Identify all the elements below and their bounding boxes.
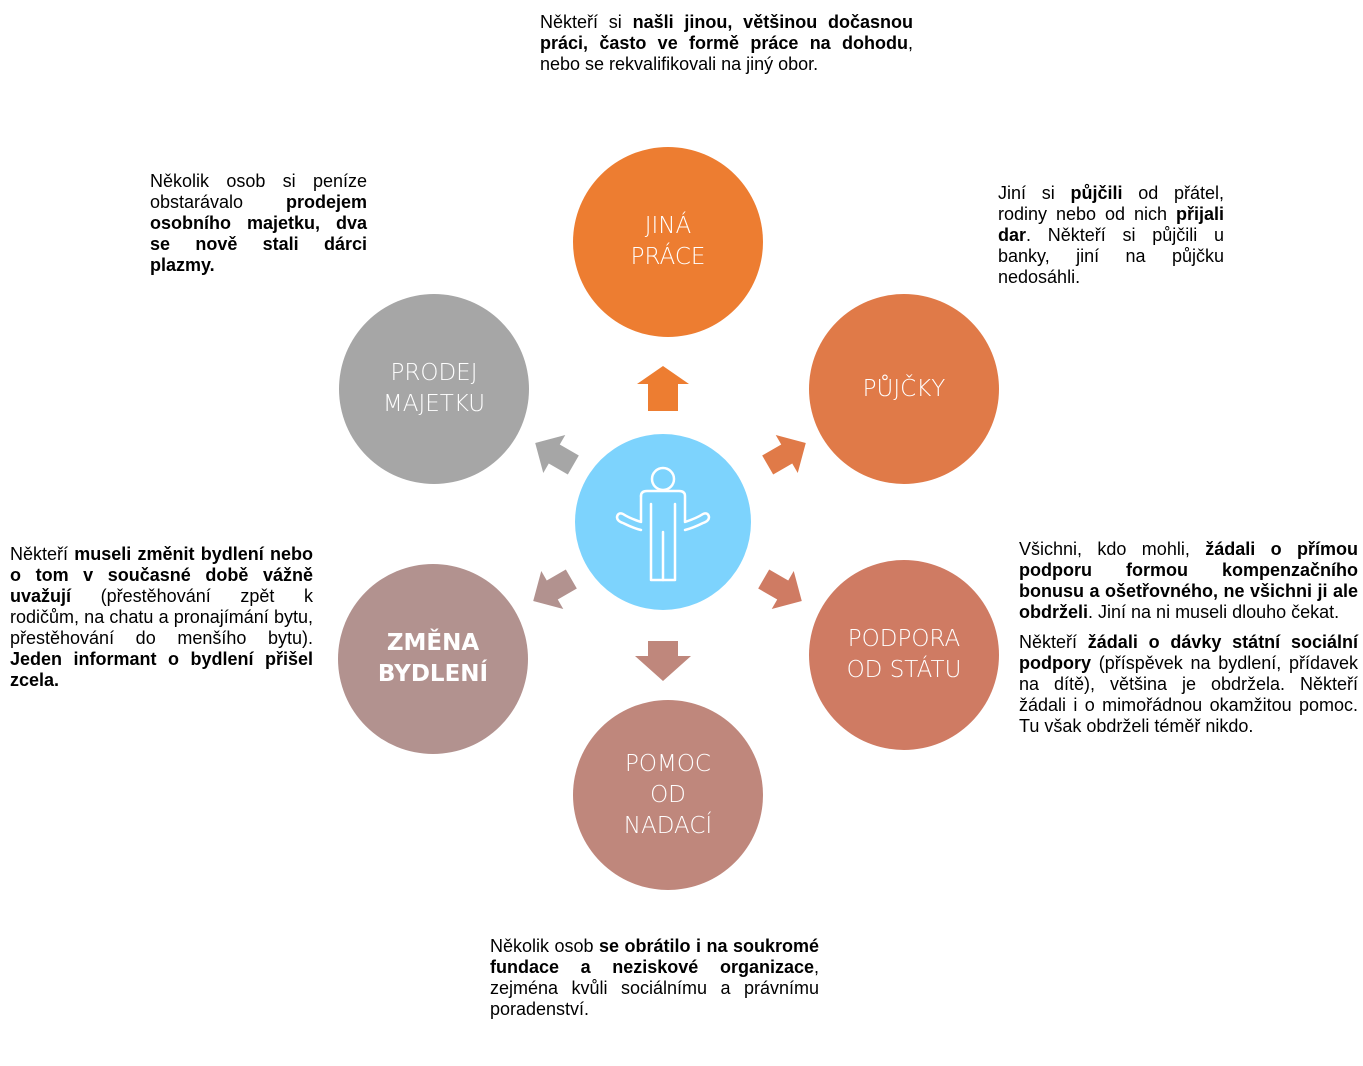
circle-label-line: PRODEJ [390, 360, 478, 386]
description-paragraph: Všichni, kdo mohli, žádali o přímou podp… [1019, 539, 1358, 623]
arrow-lower-right-icon [758, 569, 802, 610]
circle-label-line: NADACÍ [623, 812, 713, 839]
arrow-lower-left-icon [533, 569, 577, 610]
circle-prodej-majetku: PRODEJ MAJETKU [339, 294, 529, 484]
description-pujcky: Jiní si půjčili od přátel, rodiny nebo o… [998, 183, 1224, 288]
description-bold-text: půjčili [1070, 183, 1123, 203]
description-paragraph: Někteří museli změnit bydlení nebo o tom… [10, 544, 313, 691]
circle-pujcky: PŮJČKY [809, 294, 999, 484]
description-bold-text: přijali dar [998, 204, 1224, 245]
description-zmena-bydleni: Někteří museli změnit bydlení nebo o tom… [10, 544, 313, 691]
circle-zmena-bydleni: ZMĚNA BYDLENÍ [338, 564, 528, 754]
person-shrug-icon [615, 466, 711, 582]
description-text: Všichni, kdo mohli, [1019, 539, 1206, 559]
circle-label-line: JINÁ [644, 213, 692, 239]
description-text: Někteří si [540, 12, 633, 32]
description-paragraph: Někteří si našli jinou, většinou dočasno… [540, 12, 913, 75]
description-text: Několik osob si peníze obstarávalo [150, 171, 367, 212]
description-bold-text: Jeden informant o bydlení přišel zcela. [10, 649, 313, 690]
arrow-up-icon [637, 366, 689, 411]
description-podpora-od-statu: Všichni, kdo mohli, žádali o přímou podp… [1019, 539, 1358, 737]
description-paragraph: Několik osob si peníze obstarávalo prode… [150, 171, 367, 276]
circle-label-line: PODPORA [847, 626, 961, 652]
description-bold-text: žádali o dávky státní sociální podpory [1019, 632, 1358, 673]
description-paragraph: Někteří žádali o dávky státní sociální p… [1019, 632, 1358, 737]
description-jina-prace: Někteří si našli jinou, většinou dočasno… [540, 12, 913, 75]
description-text: (přestěhování zpět k rodičům, na chatu a… [10, 586, 313, 648]
description-bold-text: našli jinou, většinou dočasnou práci, ča… [540, 12, 913, 53]
description-text: od přátel, rodiny nebo od nich [998, 183, 1224, 224]
description-text: (příspěvek na bydlení, přídavek na dítě)… [1019, 653, 1358, 736]
description-text: Někteří [1019, 632, 1088, 652]
circle-label-line: POMOC [625, 750, 711, 777]
circle-jina-prace: JINÁ PRÁCE [573, 147, 763, 337]
description-bold-text: prodejem osobního majetku, dva se nově s… [150, 192, 367, 275]
description-prodej-majetku: Několik osob si peníze obstarávalo prode… [150, 171, 367, 276]
circle-podpora-od-statu: PODPORA OD STÁTU [809, 560, 999, 750]
arrow-down-icon [635, 641, 691, 681]
description-paragraph: Několik osob se obrátilo i na soukromé f… [490, 936, 819, 1020]
circle-label-line: OD [650, 781, 686, 808]
description-text: , zejména kvůli sociálnímu a právnímu po… [490, 957, 819, 1019]
arrow-upper-right-icon [762, 434, 806, 475]
circle-label-line: MAJETKU [382, 391, 486, 417]
description-bold-text: museli změnit bydlení nebo o tom v souča… [10, 544, 313, 606]
circle-label-line: ZMĚNA [386, 630, 480, 656]
description-text: . Jiní na ni museli dlouho čekat. [1088, 602, 1340, 622]
description-pomoc-od-nadaci: Několik osob se obrátilo i na soukromé f… [490, 936, 819, 1020]
description-text: . Někteří si půjčili u banky, jiní na pů… [998, 225, 1224, 287]
description-text: Jiní si [998, 183, 1071, 203]
description-text: , nebo se rekvalifikovali na jiný obor. [540, 33, 913, 74]
description-text: Několik osob [490, 936, 600, 956]
description-bold-text: se obrátilo i na soukromé fundace a nezi… [490, 936, 819, 977]
circle-label-line: OD STÁTU [846, 657, 962, 683]
description-paragraph: Jiní si půjčili od přátel, rodiny nebo o… [998, 183, 1224, 288]
center-circle [575, 434, 751, 610]
circle-label-line: PRÁCE [630, 244, 706, 270]
description-text: Někteří [10, 544, 75, 564]
circle-label-line: PŮJČKY [862, 375, 946, 402]
circle-label-line: BYDLENÍ [377, 661, 489, 687]
circle-pomoc-od-nadaci: POMOC OD NADACÍ [573, 700, 763, 890]
arrow-upper-left-icon [535, 434, 579, 475]
description-bold-text: žádali o přímou podporu formou kompenzač… [1019, 539, 1358, 622]
